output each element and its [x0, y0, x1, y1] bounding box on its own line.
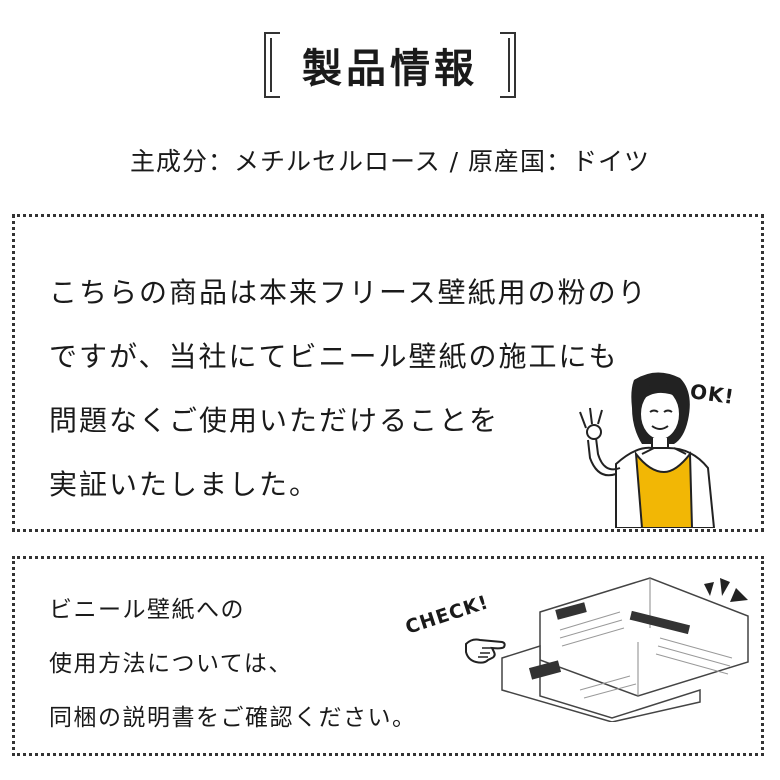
instructions-box: ビニール壁紙への 使用方法については、 同梱の説明書をご確認ください。 — [12, 556, 764, 756]
page-title: 製品情報 — [302, 46, 478, 92]
right-bracket-icon — [500, 32, 516, 98]
instructions-line-3: 同梱の説明書をご確認ください。 — [49, 705, 417, 731]
instructions-line-2: 使用方法については、 — [49, 651, 293, 677]
burst-icon — [704, 578, 748, 602]
title-block: 製品情報 — [0, 32, 780, 98]
verification-line-1: こちらの商品は本来フリース壁紙用の粉のり — [49, 276, 648, 309]
verification-line-2: ですが、当社にてビニール壁紙の施工にも — [49, 340, 619, 373]
verification-line-3: 問題なくご使用いただけることを — [49, 404, 500, 437]
product-spec: 主成分：メチルセルロース / 原産国：ドイツ — [129, 147, 651, 176]
instructions-line-1: ビニール壁紙への — [49, 597, 245, 623]
verification-text: こちらの商品は本来フリース壁紙用の粉のり ですが、当社にてビニール壁紙の施工にも… — [49, 261, 648, 517]
ok-hand-person-illustration — [579, 372, 716, 528]
verification-box: こちらの商品は本来フリース壁紙用の粉のり ですが、当社にてビニール壁紙の施工にも… — [12, 214, 764, 532]
pointing-hand-icon — [465, 638, 506, 664]
instructions-text: ビニール壁紙への 使用方法については、 同梱の説明書をご確認ください。 — [49, 583, 417, 745]
left-bracket-icon — [264, 32, 280, 98]
verification-line-4: 実証いたしました。 — [49, 468, 320, 501]
instruction-leaflet-illustration — [501, 577, 749, 722]
